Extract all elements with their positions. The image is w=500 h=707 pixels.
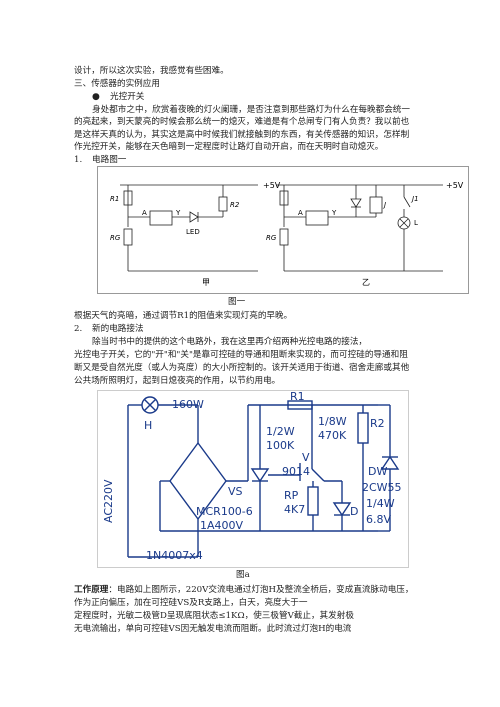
label-y-a: Y <box>175 209 181 217</box>
label-photodiode: D <box>350 505 358 518</box>
label-rp-value: 4K7 <box>284 503 305 516</box>
text-line: 作光控开关，能够在天色暗到一定程度时让路灯自动开启，而在天明时自动熄灭。 <box>74 142 384 152</box>
list-item-title: 电路图一 <box>92 155 127 165</box>
list-number: 2. <box>74 324 83 334</box>
text-run: ：电路如上图所示，220V交流电通过灯泡H及整流全桥后，变成直流脉动电压， <box>108 585 414 595</box>
label-scr-model: MCR100-6 <box>196 505 253 518</box>
label-lamp: L <box>414 219 418 227</box>
text-line: 的亮起来，到天蒙亮的时候会那么统一的熄灭，难道是有个总闸专门有人负责？我以前也 <box>74 117 410 127</box>
label-a-b: A <box>298 209 303 217</box>
label-r3-power: 1/8W <box>318 415 347 428</box>
text-line: 无电流输出，单向可控硅VS因无触发电流而阻断。此时流过灯泡H的电流 <box>74 624 352 634</box>
label-lamp: H <box>144 419 152 432</box>
label-r1-value: 100K <box>266 439 295 452</box>
label-led: LED <box>186 228 200 236</box>
circuit-figure-a: 160W H AC220V 1N4007x4 VS MCR100-6 1A400… <box>97 390 409 568</box>
label-a-a: A <box>142 209 147 217</box>
label-supply-a: +5V <box>263 181 281 190</box>
label-r2: R2 <box>230 201 240 209</box>
label-y-b: Y <box>331 209 337 217</box>
text-line: 定程度时，光敏二极管D呈现底阻状态≤1KΩ，使三极管V截止，其发射极 <box>74 611 354 621</box>
text-line: 根据天气的亮暗，通过调节R1的阻值来实现灯亮的早晚。 <box>74 311 293 321</box>
label-rp: RP <box>284 489 299 502</box>
label-vs: VS <box>228 485 243 498</box>
subsection-heading: 光控开关 <box>110 92 145 102</box>
label-bridge: 1N4007x4 <box>146 549 203 562</box>
label-r1: R1 <box>110 195 119 203</box>
label-r1: R1 <box>290 391 305 403</box>
text-line: 设计，所以这次实验，我感觉有些困难。 <box>74 66 229 76</box>
label-r1-power: 1/2W <box>266 425 295 438</box>
bullet-icon: ● <box>92 92 100 102</box>
circuit-diagram-a: 160W H AC220V 1N4007x4 VS MCR100-6 1A400… <box>102 390 402 562</box>
text-line: 公共场所照明灯，起到日熄夜亮的作用，以节约用电。 <box>74 376 281 386</box>
label-transistor-model: 9014 <box>282 465 310 478</box>
text-line: 作为正向偏压，加在可控硅VS及R支路上，白天，亮度大于一 <box>74 598 308 608</box>
label-supply-b: +5V <box>446 181 464 190</box>
bold-label: 工作原理 <box>74 585 109 595</box>
text-line: 断又是受自然光度（或人为亮度）的大小所控制的。该开关适用于街道、宿舍走廊或其他 <box>74 363 410 373</box>
label-ac: AC220V <box>102 479 115 523</box>
label-rg-b: RG <box>266 234 277 242</box>
text-line: 除当时书中的提供的这个电路外，我在这里再介绍两种光控电路的接法， <box>92 337 368 347</box>
label-zener-voltage: 6.8V <box>366 513 391 526</box>
list-number: 1. <box>74 155 83 165</box>
circuit-figure-1: +5V +5V R1 RG A Y LED R2 RG A Y J J1 L 甲… <box>97 166 469 294</box>
label-relay: J <box>382 201 386 209</box>
label-r2: R2 <box>370 417 385 430</box>
text-line: 光控电子开关，它的"开"和"关"是靠可控硅的导通和阻断来实现的，而可控硅的导通和… <box>74 350 408 360</box>
text-line: 是这样天真的认为，其实这是高中时候我们就接触到的东西，有关传感器的知识，怎样制 <box>74 130 410 140</box>
figure-caption: 图a <box>236 570 250 580</box>
label-rg-a: RG <box>110 234 121 242</box>
label-subfigure-a: 甲 <box>202 278 210 287</box>
label-subfigure-b: 乙 <box>362 278 370 287</box>
label-scr-rating: 1A400V <box>200 519 244 532</box>
paragraph-line: 工作原理：电路如上图所示，220V交流电通过灯泡H及整流全桥后，变成直流脉动电压… <box>74 585 414 596</box>
label-zener-model: 2CW55 <box>362 481 402 494</box>
circuit-diagram-1: +5V +5V R1 RG A Y LED R2 RG A Y J J1 L 甲… <box>110 181 464 287</box>
label-lamp-power: 160W <box>172 398 204 411</box>
label-r3-value: 470K <box>318 429 347 442</box>
label-transistor: V <box>302 451 310 464</box>
figure-caption: 图一 <box>228 297 246 307</box>
label-zener: DW <box>368 465 387 478</box>
label-zener-power: 1/4W <box>366 497 395 510</box>
text-line: 身处都市之中，欣赏着夜晚的灯火阑珊，是否注意到那些路灯为什么在每晚都会统一 <box>92 105 410 115</box>
label-contact: J1 <box>410 195 419 203</box>
section-heading: 三、传感器的实例应用 <box>74 79 160 89</box>
list-item-title: 新的电路接法 <box>92 324 144 334</box>
